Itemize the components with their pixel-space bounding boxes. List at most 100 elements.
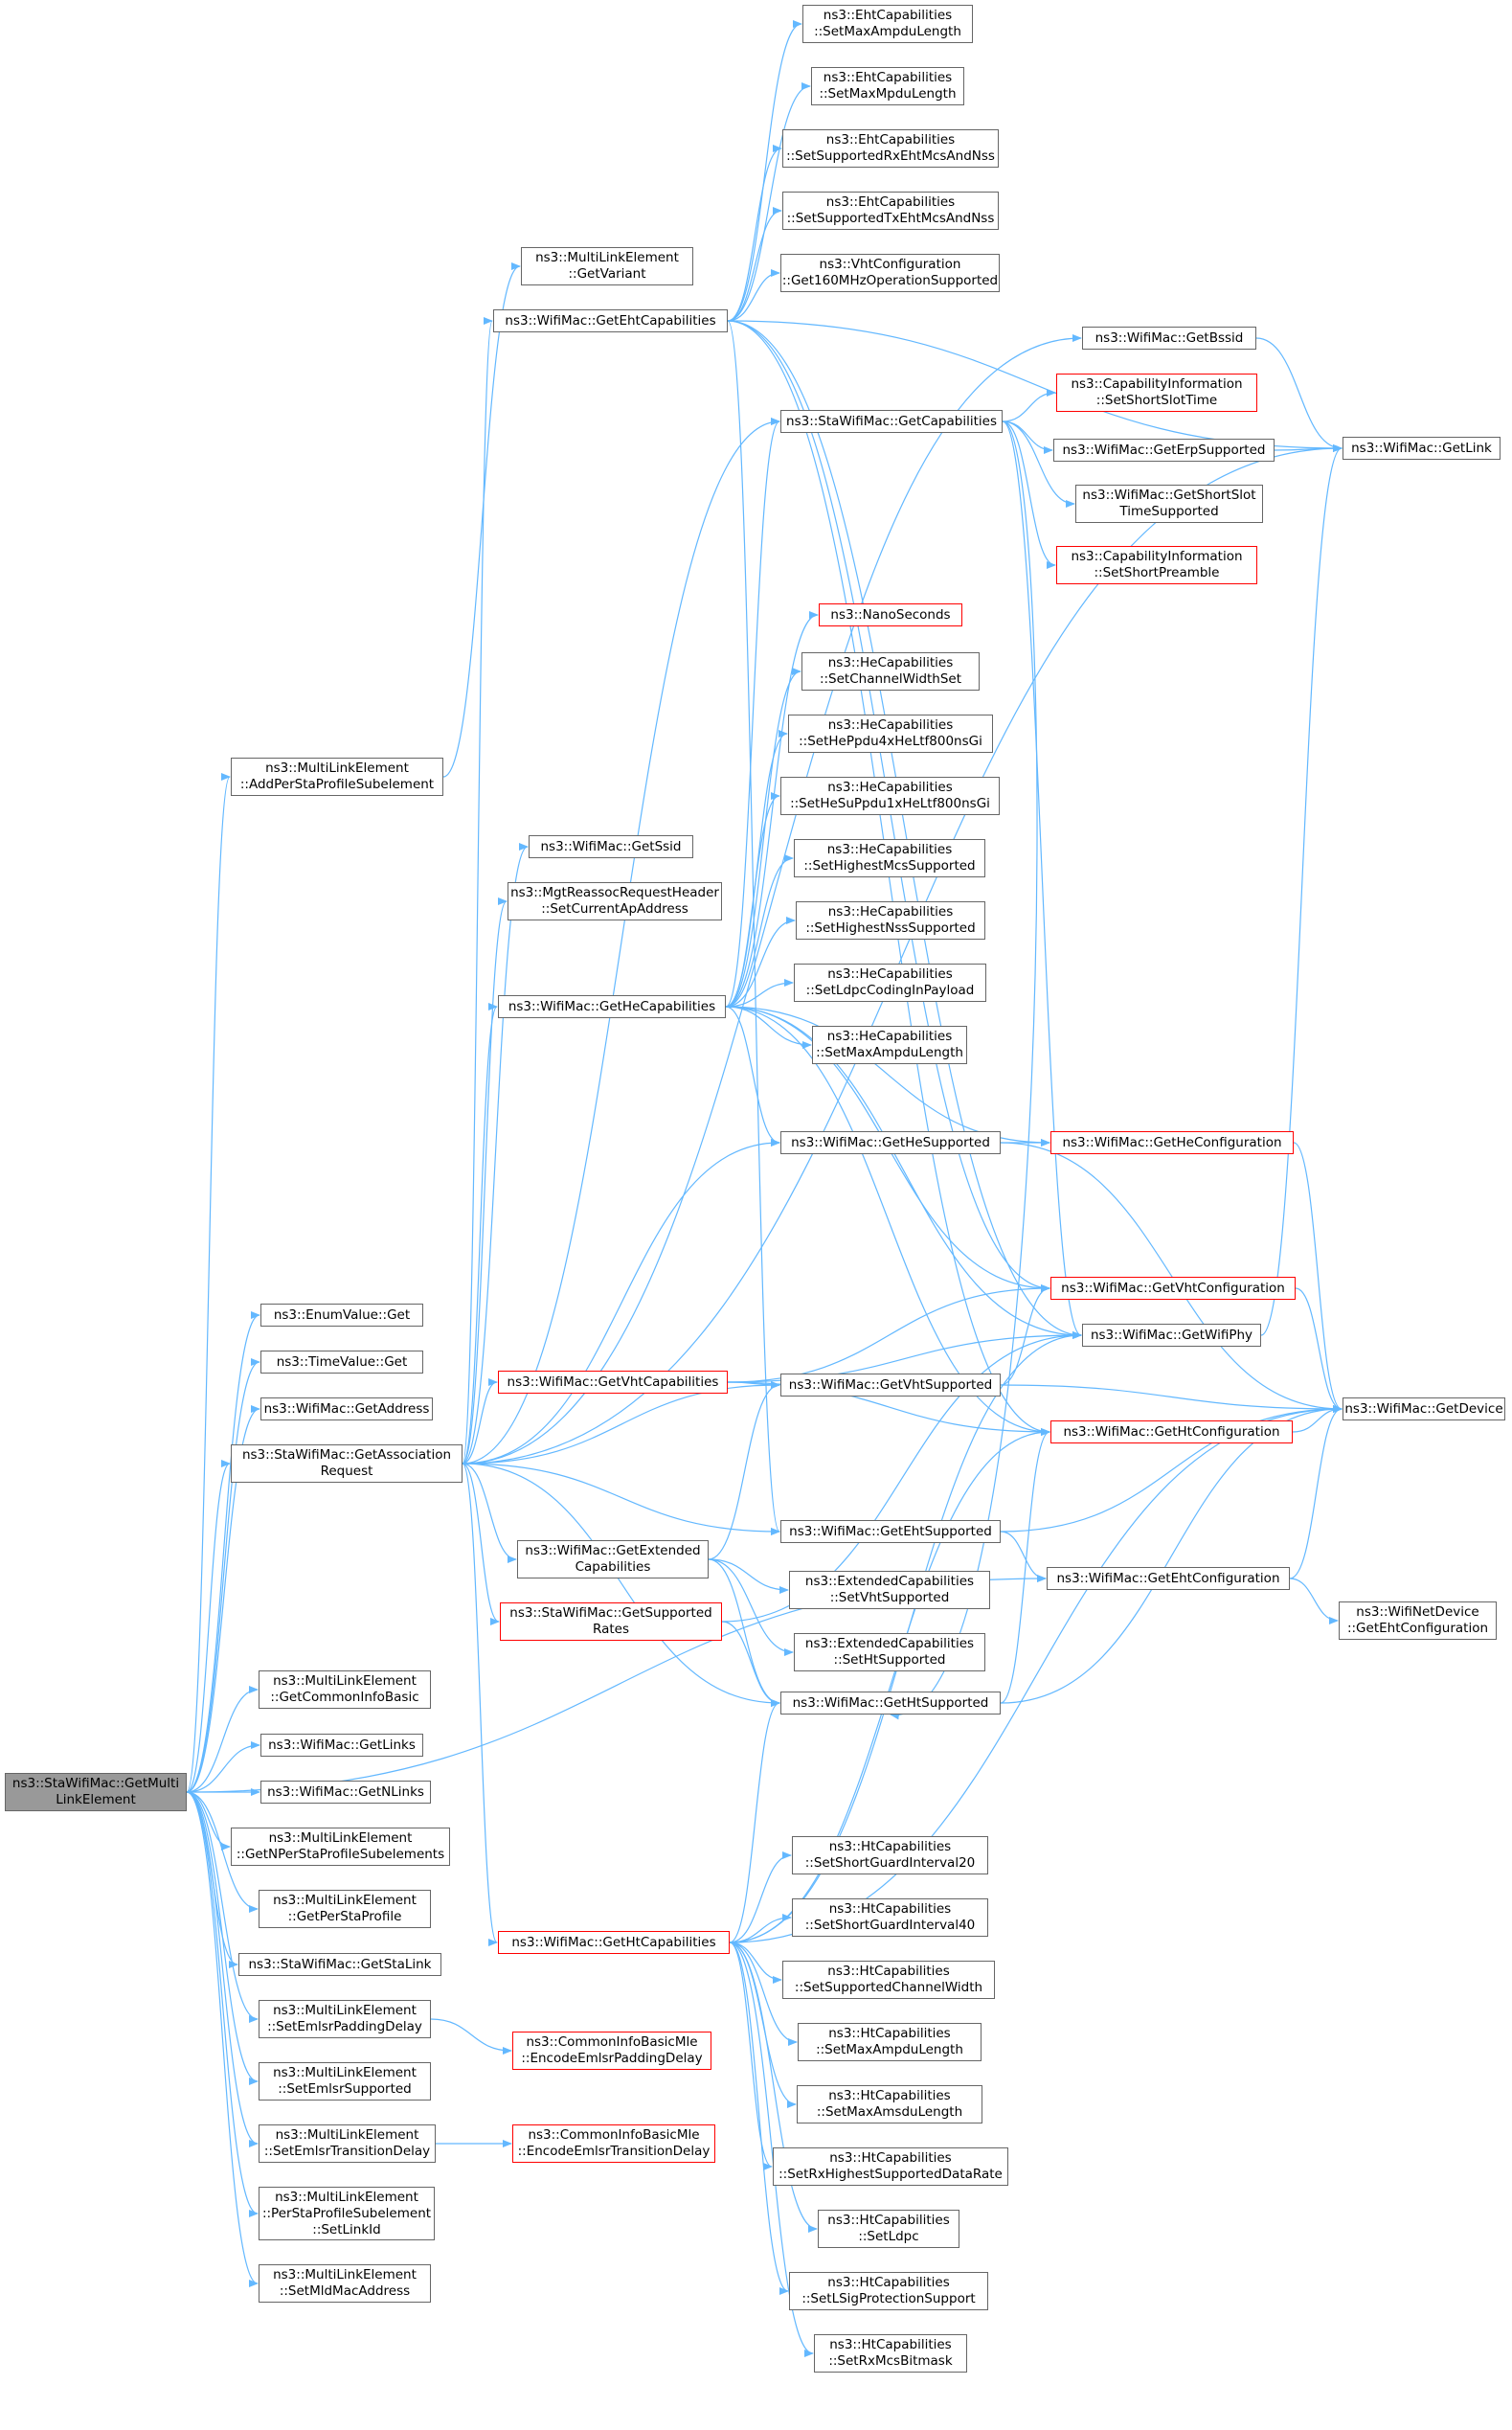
node-get-nper-sta[interactable]: ns3::MultiLinkElement ::GetNPerStaProfil… (231, 1828, 450, 1866)
node-vht-get160[interactable]: ns3::VhtConfiguration ::Get160MHzOperati… (780, 254, 1000, 292)
edge-get-he-caps-to-get-wifi-phy (725, 1006, 1082, 1339)
node-ht-set-ch-w[interactable]: ns3::HtCapabilities ::SetSupportedChanne… (782, 1961, 995, 1999)
edge-get-vht-sup-to-get-vht-conf (1000, 1284, 1050, 1386)
edge-get-assoc-to-get-vht-caps (462, 1378, 498, 1465)
node-get-short-slot[interactable]: ns3::WifiMac::GetShortSlot TimeSupported (1075, 485, 1263, 523)
node-eht-set-rx[interactable]: ns3::EhtCapabilities ::SetSupportedRxEht… (782, 129, 999, 168)
node-time-get[interactable]: ns3::TimeValue::Get (260, 1351, 423, 1374)
node-get-erp[interactable]: ns3::WifiMac::GetErpSupported (1053, 439, 1275, 462)
node-get-eht-conf[interactable]: ns3::WifiMac::GetEhtConfiguration (1047, 1567, 1290, 1590)
node-he-set-mcs[interactable]: ns3::HeCapabilities ::SetHighestMcsSuppo… (794, 839, 985, 877)
node-he-set-nss[interactable]: ns3::HeCapabilities ::SetHighestNssSuppo… (796, 901, 985, 940)
node-set-mld[interactable]: ns3::MultiLinkElement ::SetMldMacAddress (259, 2264, 431, 2303)
node-eht-set-tx[interactable]: ns3::EhtCapabilities ::SetSupportedTxEht… (782, 192, 999, 230)
node-get-ssid[interactable]: ns3::WifiMac::GetSsid (529, 835, 693, 858)
node-get-ht-caps[interactable]: ns3::WifiMac::GetHtCapabilities (498, 1931, 730, 1954)
node-set-link-id[interactable]: ns3::MultiLinkElement ::PerStaProfileSub… (259, 2187, 435, 2240)
edge-get-ht-caps-to-ht-set-rx-rate (729, 1942, 773, 2170)
node-he-set-max-ampdu[interactable]: ns3::HeCapabilities ::SetMaxAmpduLength (812, 1026, 967, 1064)
node-get-he-sup[interactable]: ns3::WifiMac::GetHeSupported (780, 1131, 1001, 1154)
node-set-cur-ap[interactable]: ns3::MgtReassocRequestHeader ::SetCurren… (508, 882, 722, 920)
node-eht-set-max-mpdu[interactable]: ns3::EhtCapabilities ::SetMaxMpduLength (811, 67, 964, 105)
edge-get-eht-caps-to-vht-get160 (727, 269, 780, 322)
edge-get-ht-caps-to-ht-set-ldpc (729, 1942, 818, 2233)
node-get-ht-conf[interactable]: ns3::WifiMac::GetHtConfiguration (1050, 1420, 1293, 1443)
node-he-set-ppdu4x[interactable]: ns3::HeCapabilities ::SetHePpdu4xHeLtf80… (788, 715, 993, 753)
edge-root-to-enum-get (186, 1311, 260, 1793)
node-set-emlsr-trans[interactable]: ns3::MultiLinkElement ::SetEmlsrTransiti… (259, 2124, 436, 2163)
node-cap-set-pre[interactable]: ns3::CapabilityInformation ::SetShortPre… (1056, 546, 1257, 584)
node-ext-set-vht[interactable]: ns3::ExtendedCapabilities ::SetVhtSuppor… (789, 1571, 990, 1609)
node-get-ext-caps[interactable]: ns3::WifiMac::GetExtended Capabilities (517, 1540, 709, 1578)
node-he-set-ldpc[interactable]: ns3::HeCapabilities ::SetLdpcCodingInPay… (794, 964, 986, 1002)
edge-add-per-sta-to-get-variant (442, 262, 521, 778)
edge-get-ext-caps-to-ext-set-ht (708, 1558, 794, 1656)
node-get-eht-sup[interactable]: ns3::WifiMac::GetEhtSupported (780, 1520, 1001, 1543)
edge-get-assoc-to-get-sup-rates (462, 1463, 500, 1625)
edge-root-to-add-per-sta (186, 773, 231, 1793)
node-get-sup-rates[interactable]: ns3::StaWifiMac::GetSupported Rates (500, 1602, 722, 1641)
node-ht-set-ldpc[interactable]: ns3::HtCapabilities ::SetLdpc (818, 2210, 959, 2248)
edge-root-to-get-common (186, 1686, 259, 1793)
edge-set-emlsr-pad-to-enc-pad (430, 2018, 512, 2055)
node-get-common[interactable]: ns3::MultiLinkElement ::GetCommonInfoBas… (259, 1670, 431, 1709)
edge-get-eht-sup-to-get-device (1000, 1405, 1343, 1533)
edge-get-eht-caps-to-eht-set-rx (727, 145, 782, 322)
node-get-vht-sup[interactable]: ns3::WifiMac::GetVhtSupported (780, 1374, 1001, 1397)
edge-root-to-get-address (186, 1405, 260, 1793)
node-get-he-conf[interactable]: ns3::WifiMac::GetHeConfiguration (1050, 1131, 1294, 1154)
node-get-sta-link[interactable]: ns3::StaWifiMac::GetStaLink (238, 1953, 441, 1976)
node-get-eht-caps[interactable]: ns3::WifiMac::GetEhtCapabilities (493, 309, 728, 332)
node-nano-sec[interactable]: ns3::NanoSeconds (819, 603, 962, 626)
node-get-links[interactable]: ns3::WifiMac::GetLinks (260, 1734, 423, 1757)
node-get-bssid[interactable]: ns3::WifiMac::GetBssid (1082, 327, 1256, 350)
node-set-emlsr-sup[interactable]: ns3::MultiLinkElement ::SetEmlsrSupporte… (259, 2062, 431, 2101)
node-root[interactable]: ns3::StaWifiMac::GetMulti LinkElement (5, 1773, 187, 1811)
edge-get-ht-caps-to-get-ht-conf (729, 1428, 1050, 1943)
edge-get-assoc-to-get-he-sup (462, 1139, 780, 1465)
edge-get-vht-sup-to-get-device (1000, 1384, 1343, 1413)
edge-sta-get-caps-to-get-short-slot (1002, 420, 1075, 508)
node-get-vht-caps[interactable]: ns3::WifiMac::GetVhtCapabilities (498, 1371, 728, 1394)
node-ht-set-rx-rate[interactable]: ns3::HtCapabilities ::SetRxHighestSuppor… (773, 2147, 1008, 2186)
node-ht-set-lsig[interactable]: ns3::HtCapabilities ::SetLSigProtectionS… (789, 2272, 988, 2310)
edge-get-ht-sup-to-get-ht-conf (1000, 1428, 1050, 1704)
edge-get-eht-conf-to-get-device (1289, 1405, 1343, 1579)
edge-get-assoc-to-get-ext-caps (462, 1463, 517, 1563)
node-ht-set-rx-mcs[interactable]: ns3::HtCapabilities ::SetRxMcsBitmask (814, 2334, 967, 2373)
edge-get-ext-caps-to-get-vht-sup (708, 1381, 780, 1560)
node-ht-set-max-amsdu[interactable]: ns3::HtCapabilities ::SetMaxAmsduLength (797, 2085, 982, 2123)
node-ext-set-ht[interactable]: ns3::ExtendedCapabilities ::SetHtSupport… (794, 1633, 985, 1671)
node-get-per-sta[interactable]: ns3::MultiLinkElement ::GetPerStaProfile (259, 1890, 431, 1928)
node-add-per-sta[interactable]: ns3::MultiLinkElement ::AddPerStaProfile… (231, 758, 443, 796)
node-ht-set-max-ampdu[interactable]: ns3::HtCapabilities ::SetMaxAmpduLength (798, 2023, 982, 2061)
edge-get-he-caps-to-get-he-sup (725, 1006, 780, 1147)
node-get-assoc[interactable]: ns3::StaWifiMac::GetAssociation Request (231, 1444, 463, 1483)
node-set-emlsr-pad[interactable]: ns3::MultiLinkElement ::SetEmlsrPaddingD… (259, 2000, 431, 2038)
node-ht-set-sgi20[interactable]: ns3::HtCapabilities ::SetShortGuardInter… (792, 1836, 988, 1874)
node-get-ht-sup[interactable]: ns3::WifiMac::GetHtSupported (780, 1692, 1001, 1715)
node-sta-get-caps[interactable]: ns3::StaWifiMac::GetCapabilities (780, 410, 1003, 433)
node-enc-trans[interactable]: ns3::CommonInfoBasicMle ::EncodeEmlsrTra… (512, 2124, 715, 2163)
node-he-set-su1x[interactable]: ns3::HeCapabilities ::SetHeSuPpdu1xHeLtf… (780, 777, 1000, 815)
node-get-address[interactable]: ns3::WifiMac::GetAddress (260, 1397, 433, 1420)
node-get-device[interactable]: ns3::WifiMac::GetDevice (1343, 1397, 1505, 1420)
node-enc-pad[interactable]: ns3::CommonInfoBasicMle ::EncodeEmlsrPad… (512, 2032, 711, 2070)
node-get-wifi-phy[interactable]: ns3::WifiMac::GetWifiPhy (1082, 1324, 1261, 1347)
node-cap-set-slot[interactable]: ns3::CapabilityInformation ::SetShortSlo… (1056, 374, 1257, 412)
node-get-he-caps[interactable]: ns3::WifiMac::GetHeCapabilities (498, 995, 726, 1018)
node-enum-get[interactable]: ns3::EnumValue::Get (260, 1304, 423, 1327)
node-eht-set-max-ampdu[interactable]: ns3::EhtCapabilities ::SetMaxAmpduLength (802, 5, 973, 43)
edge-get-ht-caps-to-ht-set-sgi20 (729, 1851, 792, 1943)
edge-get-sup-rates-to-get-wifi-phy (721, 1331, 1082, 1623)
node-get-link[interactable]: ns3::WifiMac::GetLink (1343, 437, 1501, 460)
edge-get-eht-caps-to-eht-set-max-mpdu (727, 82, 811, 322)
edge-get-assoc-to-get-eht-sup (462, 1463, 780, 1535)
node-get-variant[interactable]: ns3::MultiLinkElement ::GetVariant (521, 247, 693, 285)
node-ht-set-sgi40[interactable]: ns3::HtCapabilities ::SetShortGuardInter… (792, 1898, 988, 1937)
edge-get-eht-caps-to-eht-set-tx (727, 207, 782, 322)
node-he-set-ch-w[interactable]: ns3::HeCapabilities ::SetChannelWidthSet (801, 652, 980, 691)
node-get-vht-conf[interactable]: ns3::WifiMac::GetVhtConfiguration (1050, 1277, 1296, 1300)
node-get-nlinks[interactable]: ns3::WifiMac::GetNLinks (260, 1781, 431, 1804)
node-net-dev-get-eht[interactable]: ns3::WifiNetDevice ::GetEhtConfiguration (1339, 1601, 1497, 1640)
